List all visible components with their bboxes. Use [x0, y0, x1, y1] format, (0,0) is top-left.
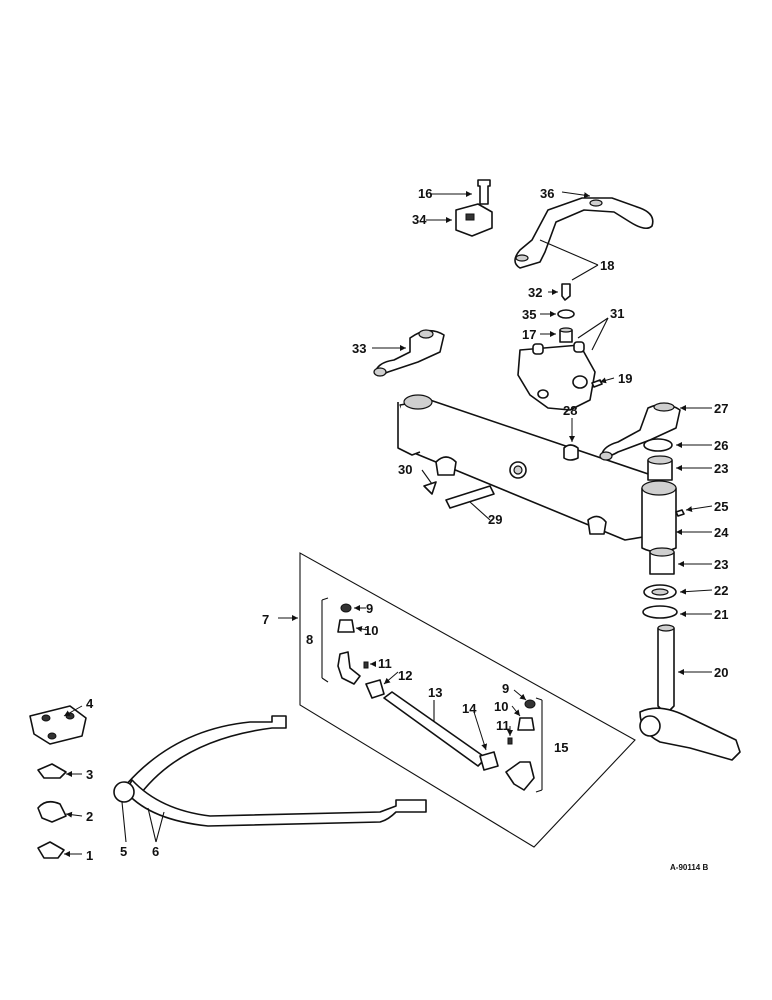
label-5: 5	[120, 844, 127, 859]
nut-9-right	[524, 699, 536, 709]
label-10-right: 10	[494, 699, 508, 714]
clip-3	[37, 763, 67, 779]
seal	[643, 438, 673, 452]
label-7: 7	[262, 612, 269, 627]
shim	[642, 605, 678, 619]
label-21: 21	[714, 607, 728, 622]
leader-lines	[63, 191, 713, 857]
label-14: 14	[462, 701, 477, 716]
clip-1	[37, 841, 65, 859]
grease-fitting-11-left	[363, 661, 369, 669]
bushing-28	[563, 444, 579, 461]
label-11-right: 11	[496, 718, 510, 733]
axle-pin	[445, 485, 495, 509]
label-2: 2	[86, 809, 93, 824]
label-19: 19	[618, 371, 632, 386]
grease-fitting	[561, 283, 571, 301]
clamp-14	[479, 751, 499, 771]
label-1: 1	[86, 848, 93, 863]
label-15: 15	[554, 740, 568, 755]
label-18: 18	[600, 258, 614, 273]
dust-cover-10-left	[337, 619, 355, 633]
label-24: 24	[714, 525, 729, 540]
screw	[591, 379, 603, 388]
steering-arm-left	[374, 329, 445, 376]
label-16: 16	[418, 186, 432, 201]
drag-link-arm	[514, 197, 654, 269]
label-8: 8	[306, 632, 313, 647]
ball-socket-left	[337, 651, 361, 685]
grease-fitting-11-right	[507, 737, 513, 745]
bracket-4	[29, 705, 87, 745]
label-23-upper: 23	[714, 461, 728, 476]
nut-9-left	[340, 603, 352, 613]
label-29: 29	[488, 512, 502, 527]
dust-cover-10-right	[517, 717, 535, 731]
label-27: 27	[714, 401, 728, 416]
ball-socket-right	[505, 761, 535, 791]
axle-beam	[397, 394, 677, 553]
label-36: 36	[540, 186, 554, 201]
label-25: 25	[714, 499, 728, 514]
label-22: 22	[714, 583, 728, 598]
label-26: 26	[714, 438, 728, 453]
tie-rod	[113, 715, 427, 827]
drawing-code: A-90114 B	[670, 863, 708, 872]
drag-link-assembly-outline	[299, 552, 636, 848]
label-9-left: 9	[366, 601, 373, 616]
label-32: 32	[528, 285, 542, 300]
label-13: 13	[428, 685, 442, 700]
label-12: 12	[398, 668, 412, 683]
clamp-12	[365, 679, 385, 699]
label-9-right: 9	[502, 681, 509, 696]
label-17: 17	[522, 327, 536, 342]
label-30: 30	[398, 462, 412, 477]
clamp-2	[37, 800, 67, 823]
washer	[557, 309, 575, 319]
label-31: 31	[610, 306, 624, 321]
label-33: 33	[352, 341, 366, 356]
label-10-left: 10	[364, 623, 378, 638]
label-34: 34	[412, 212, 427, 227]
label-4: 4	[86, 696, 94, 711]
label-20: 20	[714, 665, 728, 680]
spindle	[639, 624, 741, 761]
grease-fitting-30	[423, 481, 437, 495]
callout-labels: 16 34 36 18 32 35 17 31 33 19 28 27 26 2…	[86, 186, 729, 872]
label-23-lower: 23	[714, 557, 728, 572]
label-11-left: 11	[378, 656, 392, 671]
label-3: 3	[86, 767, 93, 782]
set-screw	[675, 509, 685, 517]
label-35: 35	[522, 307, 536, 322]
pin	[477, 179, 491, 205]
label-28: 28	[563, 403, 577, 418]
label-6: 6	[152, 844, 159, 859]
